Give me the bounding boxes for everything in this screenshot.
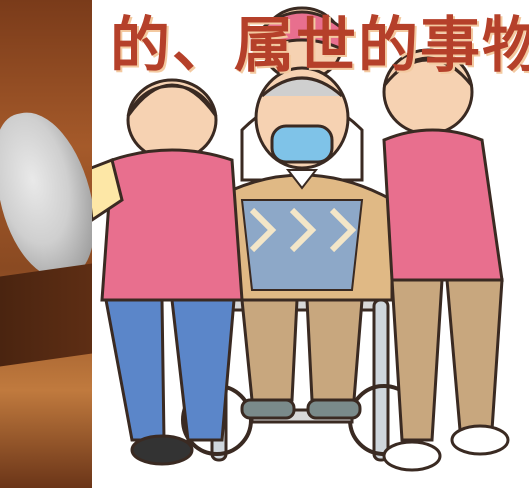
photo-background — [0, 0, 92, 488]
folded-cloth — [0, 102, 92, 288]
headline-text: 的、属世的事物 — [110, 11, 529, 81]
elder-in-wheelchair — [210, 66, 394, 420]
wooden-edge — [0, 263, 92, 367]
caregivers-illustration — [92, 6, 510, 472]
caregiver-left — [92, 78, 244, 466]
caregiver-right — [382, 48, 510, 472]
